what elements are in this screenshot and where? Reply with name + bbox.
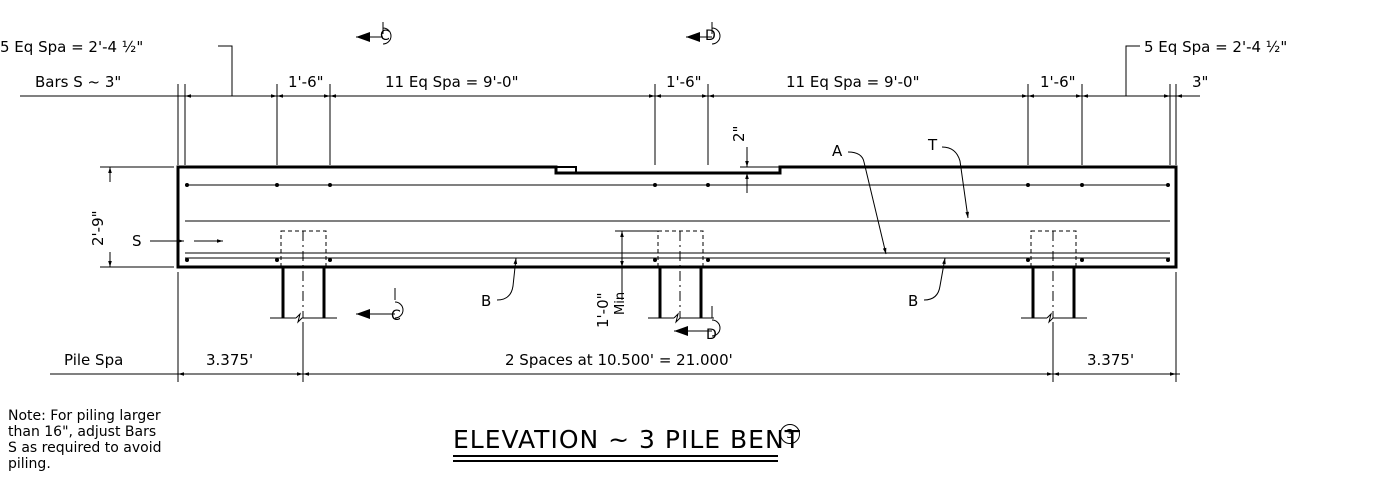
dim-eq-spa-1: 11 Eq Spa = 9'-0" [385,73,518,91]
piling-note: Note: For piling larger than 16", adjust… [8,408,162,472]
height-dimension [100,166,174,268]
dim-top-right-spacing: 5 Eq Spa = 2'-4 ½" [1144,38,1287,56]
pile-spa-label: Pile Spa [64,351,123,369]
dim-height: 2'-9" [89,210,107,246]
title-underline-2 [453,460,778,462]
label-bar-a: A [832,142,843,160]
leader-bar-t [941,146,969,219]
title-underline [453,455,778,457]
section-marker-c-bottom: C [356,288,404,324]
svg-text:C: C [391,308,401,324]
dim-bars-s: Bars S ~ 3" [35,73,121,91]
svg-text:D: D [705,28,716,44]
pile-left [270,230,337,324]
pile-spa-left: 3.375' [206,351,253,369]
label-bar-s: S [132,232,142,250]
pile-spa-right: 3.375' [1087,351,1134,369]
title-reference-circle: 3 [780,424,800,444]
recess-dimension [740,147,780,193]
leader-bar-a [847,151,887,255]
pile-spacing-chain [50,272,1180,382]
svg-text:C: C [380,28,390,44]
dim-recess: 2" [730,126,748,142]
section-marker-d-bottom: D [674,306,721,343]
section-marker-d-top: D [686,22,721,45]
svg-text:D: D [706,327,717,343]
dim-embed: 1'-0" [594,292,612,328]
dim-end: 3" [1192,73,1208,91]
pile-spa-middle: 2 Spaces at 10.500' = 21.000' [505,351,733,369]
leader-bar-b1 [496,257,518,301]
top-dimension-chain [20,45,1200,165]
leader-bar-b2 [923,257,946,301]
dim-eq-spa-2: 11 Eq Spa = 9'-0" [786,73,919,91]
label-bar-b2: B [908,292,918,310]
bar-dots [185,183,1170,262]
pile-middle [648,230,714,324]
label-bar-b1: B [481,292,491,310]
dim-embed-min: Min [613,292,628,315]
cap-beam [176,165,1178,269]
label-bar-t: T [927,136,938,154]
pile-right [1021,230,1087,324]
reinforcement [185,184,1170,259]
section-marker-c-top: C [356,22,392,45]
dim-pile-3: 1'-6" [1040,73,1076,91]
dim-pile-2: 1'-6" [666,73,702,91]
drawing-title: ELEVATION ~ 3 PILE BENT [453,425,801,454]
dim-pile-1: 1'-6" [288,73,324,91]
dim-top-left-spacing: 5 Eq Spa = 2'-4 ½" [0,38,143,56]
embed-dimension [615,230,660,300]
